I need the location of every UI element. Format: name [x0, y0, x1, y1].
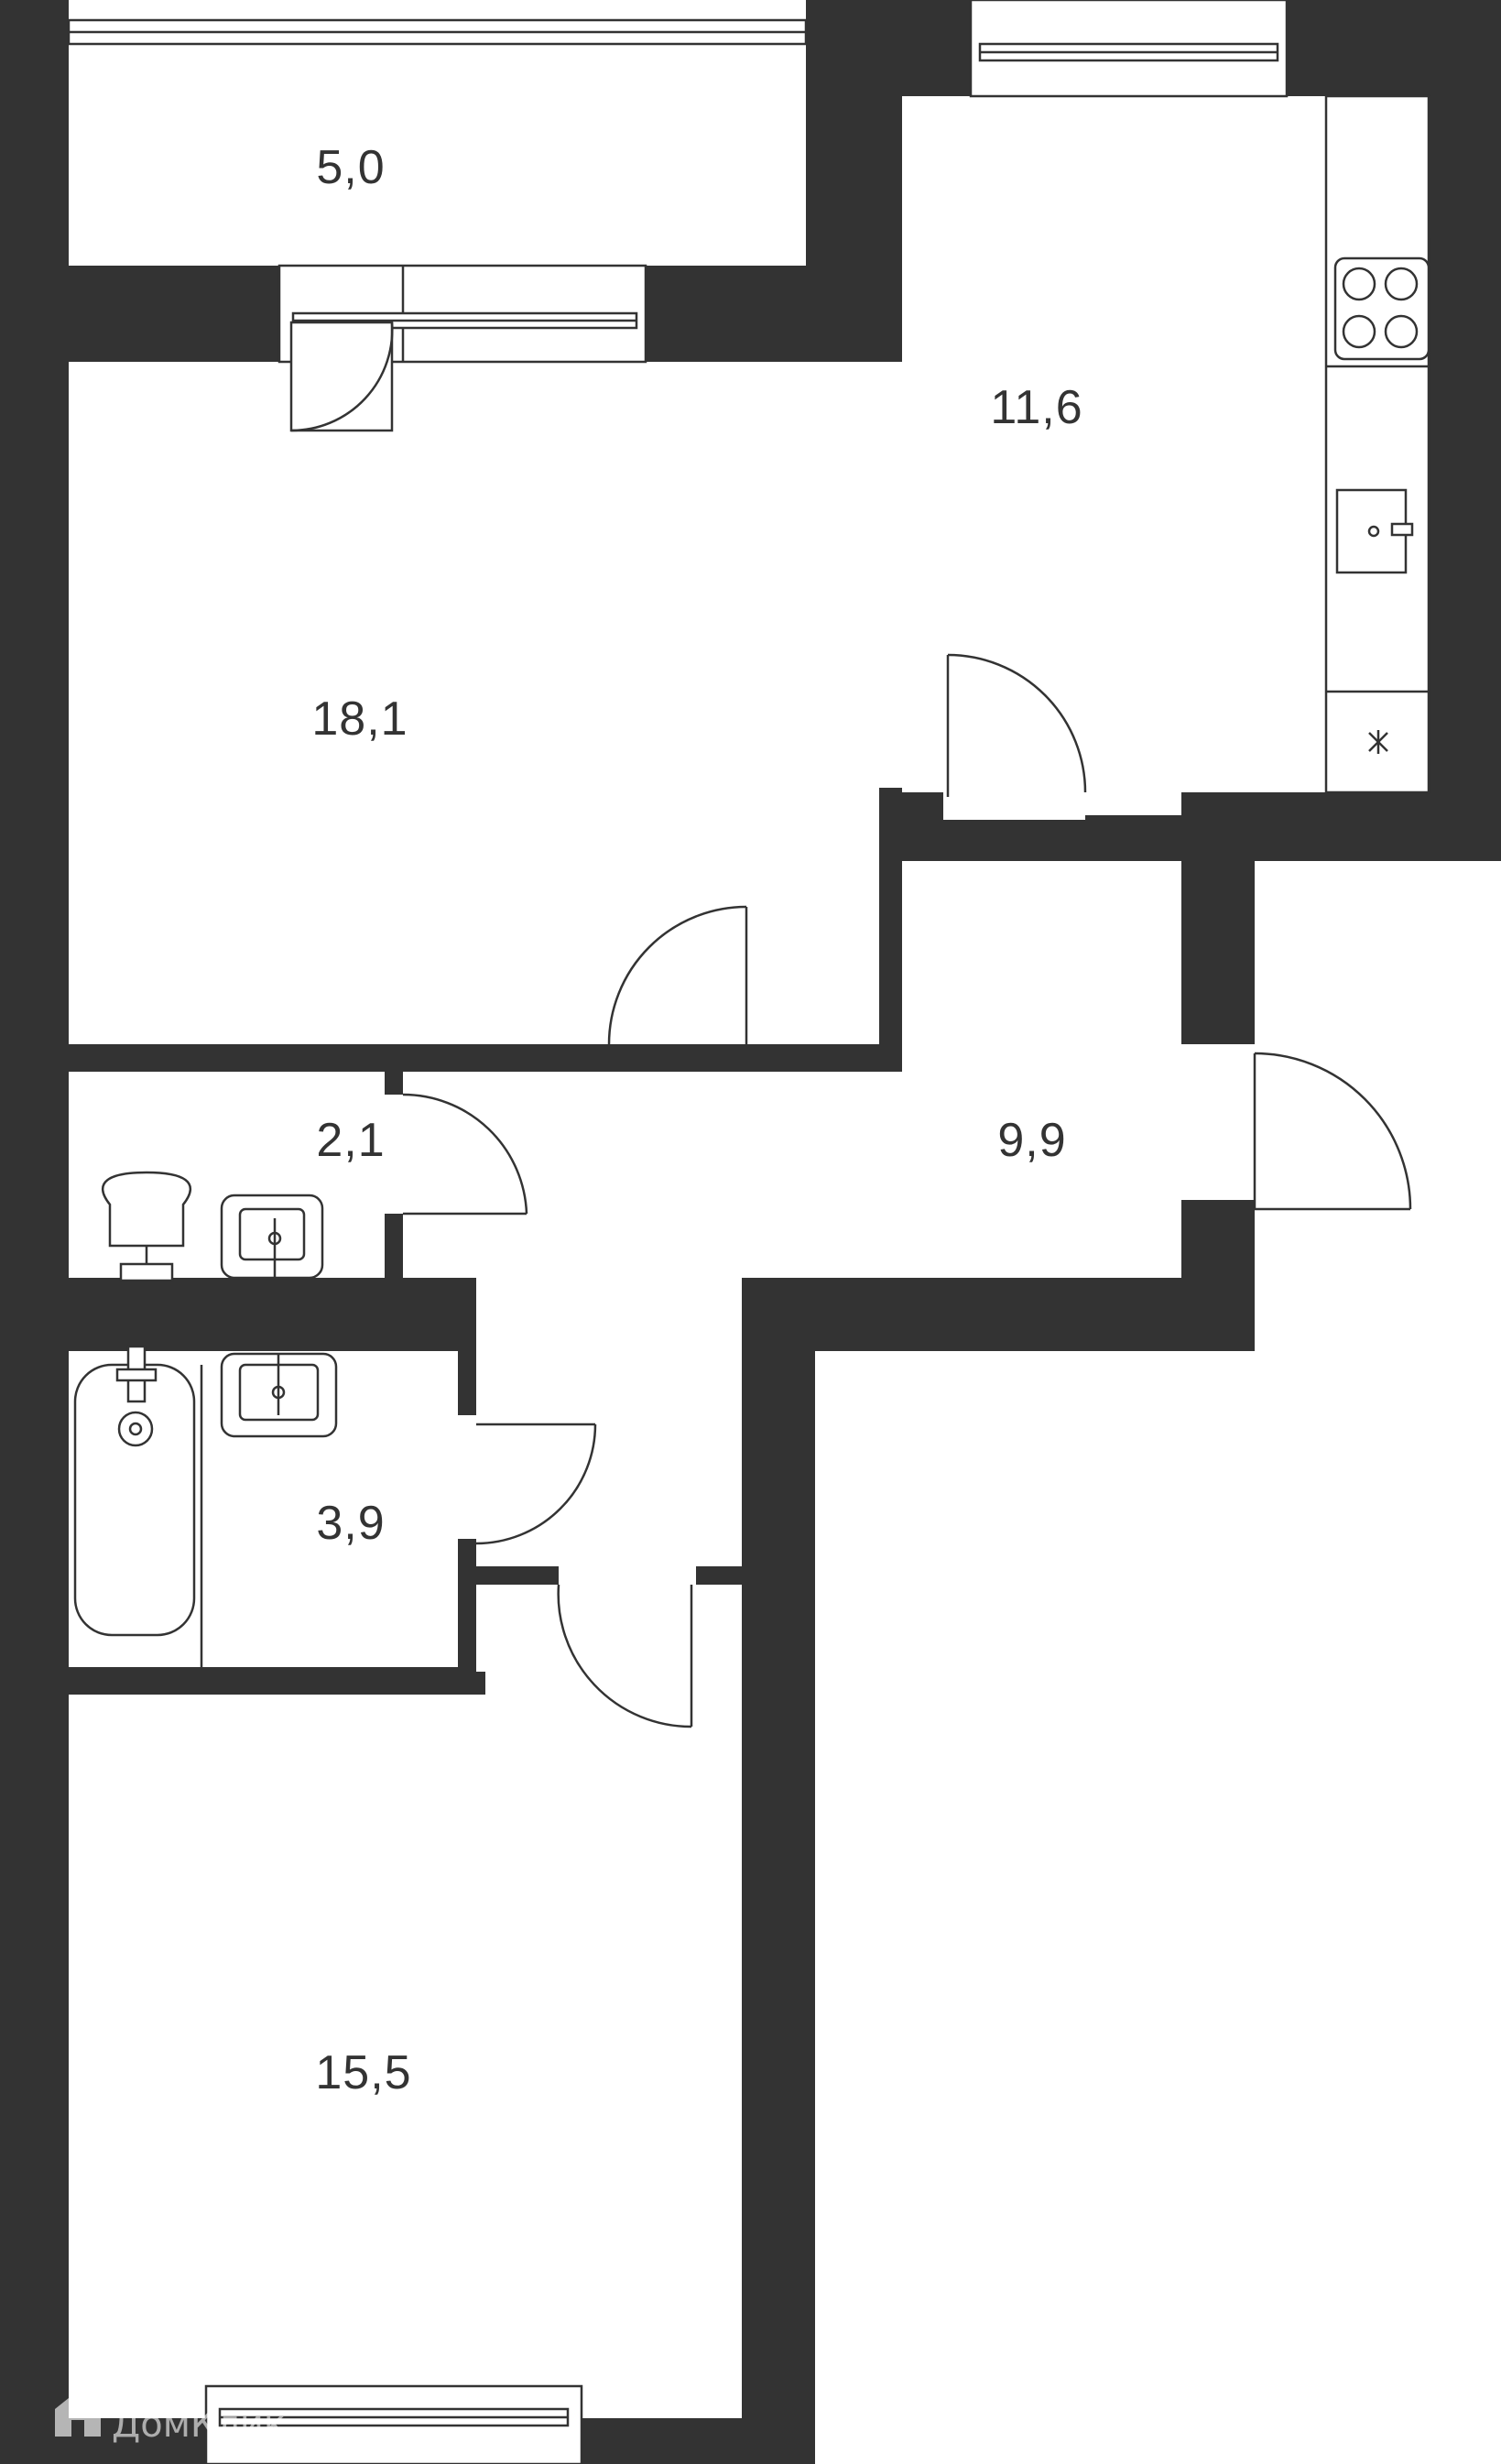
area-label-balcony: 5,0 [316, 141, 385, 194]
toilet-icon [102, 1171, 191, 1282]
kitchen-counter [1324, 94, 1474, 794]
area-label-living-room: 18,1 [311, 692, 408, 746]
area-label-kitchen: 11,6 [990, 381, 1082, 434]
area-label-toilet: 2,1 [316, 1114, 385, 1167]
window-kitchen-top [969, 0, 1289, 98]
door-entrance [1181, 1044, 1412, 1211]
door-bedroom [476, 1566, 742, 1728]
area-label-hallway: 9,9 [997, 1114, 1066, 1167]
hallway [385, 1072, 1181, 1278]
door-living-room [604, 905, 748, 1072]
living-room [69, 362, 879, 1044]
washbasin-icon [220, 1194, 324, 1280]
bathtub-icon [73, 1345, 196, 1637]
door-balcony [289, 321, 394, 432]
hallway-lower [476, 1278, 742, 1672]
balcony [69, 26, 806, 266]
door-toilet [385, 1072, 528, 1278]
door-bathroom [458, 1351, 597, 1672]
kitchen-sink-icon [1335, 488, 1414, 574]
fridge-icon [1368, 730, 1388, 754]
area-label-bathroom: 3,9 [316, 1497, 385, 1550]
watermark-logo: ДомКлик [55, 2391, 286, 2446]
door-kitchen [943, 653, 1087, 820]
bedroom [69, 1695, 742, 2418]
window-balcony-top [67, 18, 808, 46]
watermark-text: ДомКлик [112, 2404, 286, 2446]
area-label-bedroom: 15,5 [315, 2046, 411, 2099]
window-balcony-door [277, 264, 647, 364]
bathroom-sink-icon [220, 1352, 338, 1438]
window-bedroom-bottom [204, 2384, 583, 2464]
stove-icon [1333, 256, 1430, 361]
